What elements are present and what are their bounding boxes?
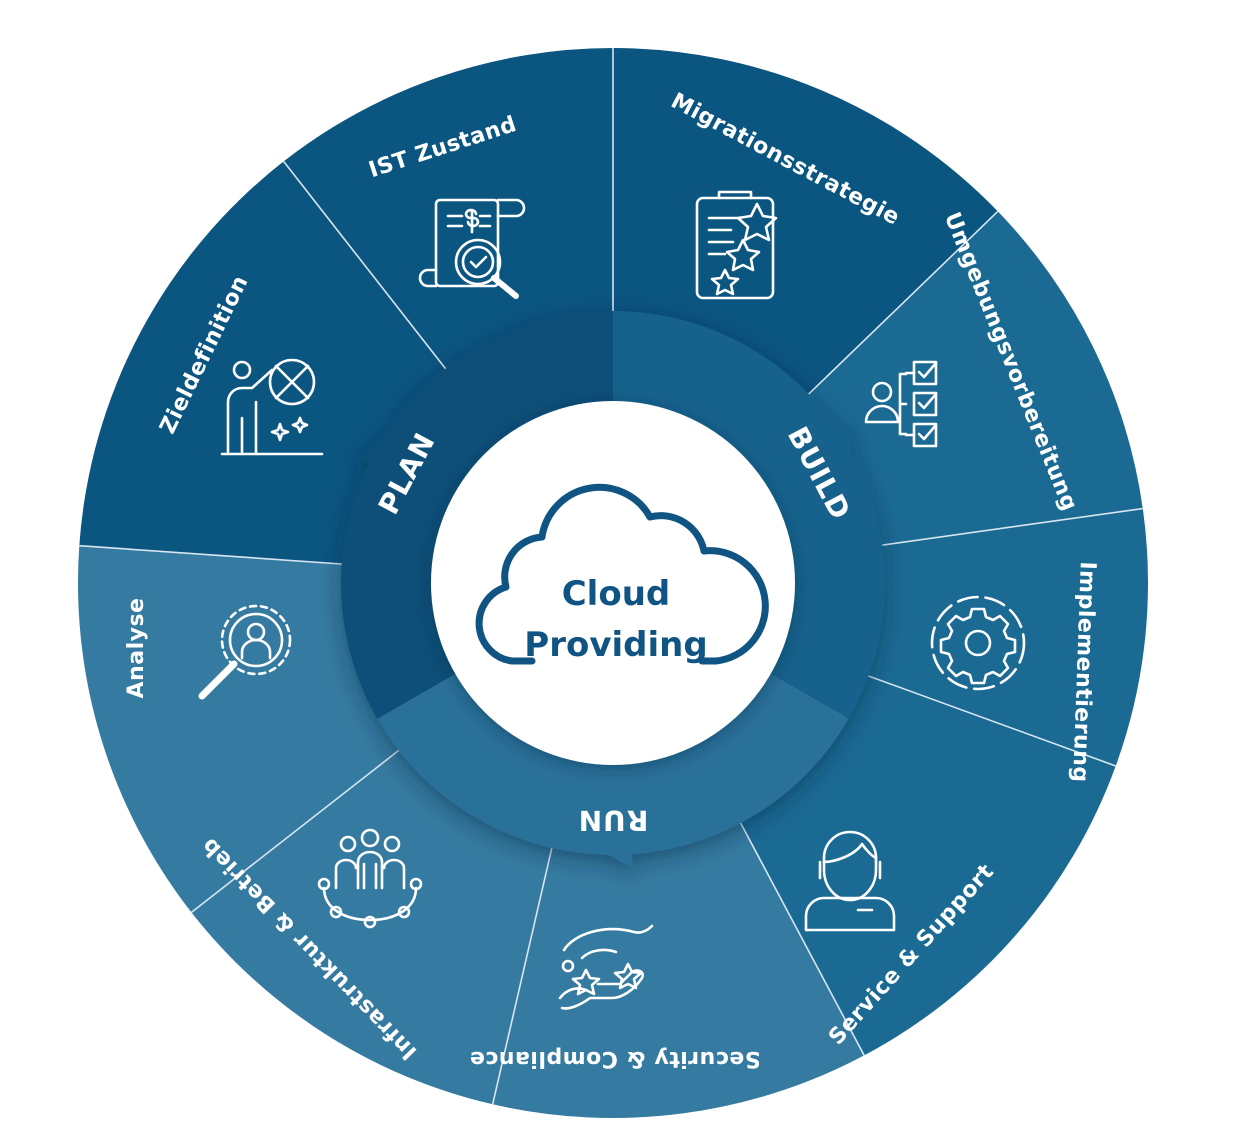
segment-divider: [491, 842, 554, 1105]
gear-icon: [930, 595, 1026, 691]
segment-zieldefinition: [283, 48, 613, 373]
plan-arrowhead: [355, 414, 426, 482]
clipboard-stars-icon: [695, 190, 778, 300]
segment-label-analyse: Analyse: [124, 598, 149, 699]
build-arrowhead: [805, 423, 853, 506]
segment-infrastruktur-betrieb: [78, 545, 403, 913]
center-circle: [431, 401, 795, 765]
person-target-icon: [220, 358, 324, 456]
outer-ring: [78, 48, 1148, 1118]
segment-migrationsstrategie: [805, 211, 1143, 546]
document-search-icon: [418, 198, 526, 299]
team-network-icon: [317, 828, 423, 929]
segment-divider: [877, 507, 1143, 547]
center-title-line2: Providing: [524, 625, 707, 665]
support-agent-icon: [804, 830, 896, 932]
ring-dividers: [79, 48, 1143, 1105]
segment-implementierung: [738, 674, 1116, 1056]
segment-analyse: [79, 161, 449, 565]
phase-ring: [340, 311, 885, 869]
segment-ist-zustand: [613, 48, 998, 398]
segment-divider: [282, 160, 450, 374]
phase-arc-plan: [340, 311, 613, 719]
segment-divider: [863, 673, 1117, 767]
segment-divider: [804, 210, 999, 399]
magnifier-person-icon: [198, 604, 292, 700]
phase-arc-build: [613, 311, 885, 719]
segment-icons: [198, 190, 1026, 1010]
segment-divider: [79, 544, 347, 566]
segment-divider: [737, 818, 865, 1056]
person-checklist-icon: [864, 360, 938, 448]
segment-label-security-compliance: Security & Compliance: [469, 1046, 760, 1071]
run-arrowhead: [560, 814, 633, 869]
cloud-icon: [475, 483, 769, 665]
phase-label-run: RUN: [578, 804, 649, 837]
hand-stars-icon: [558, 924, 654, 1010]
segment-divider: [190, 746, 404, 914]
segment-service-support: [492, 818, 865, 1118]
center-title-line1: Cloud: [562, 574, 671, 614]
